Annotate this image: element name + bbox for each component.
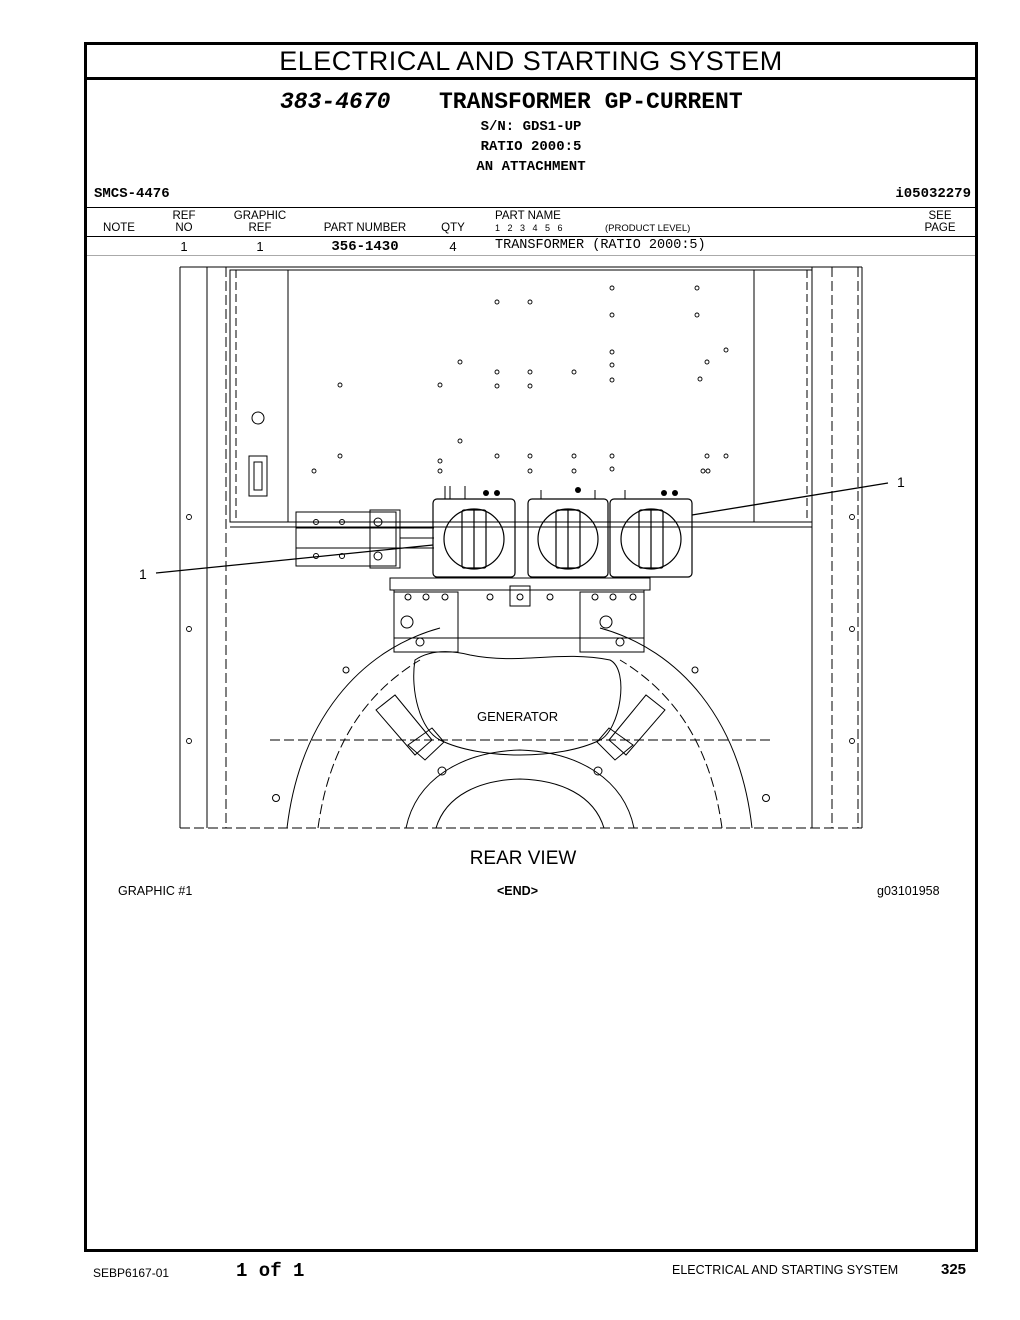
row-ref-no: 1 [180,239,188,254]
group-name: TRANSFORMER GP-CURRENT [439,89,743,115]
col-qty-header: QTY [441,222,465,234]
generator-label: GENERATOR [477,709,559,724]
serial-range: S/N: GDS1-UP [480,119,582,135]
table-top-rule [87,207,975,208]
illustration-id: i05032279 [895,186,971,202]
callout-right: 1 [897,474,905,490]
table-header-rule [87,236,975,237]
col-note-header: NOTE [103,222,135,234]
col-see-header-top: SEE [928,210,952,222]
page-of: 1 of 1 [236,1260,305,1282]
col-see-header-bottom: PAGE [924,222,956,234]
col-levels-header: 1 2 3 4 5 6 [495,223,563,233]
col-graphic-header-top: GRAPHIC [233,210,287,222]
smcs-code: SMCS-4476 [94,186,170,202]
table-row-rule [87,255,975,256]
row-graphic-ref: 1 [256,239,264,254]
col-ref-header-bottom: NO [175,222,193,234]
col-part-number-header: PART NUMBER [323,222,407,234]
page-frame: ELECTRICAL AND STARTING SYSTEM 383-4670 … [84,42,978,1252]
section-title: ELECTRICAL AND STARTING SYSTEM [279,46,783,76]
page-number: 325 [941,1261,967,1278]
doc-number: SEBP6167-01 [93,1266,170,1280]
graphic-id: g03101958 [877,884,940,898]
section-header: ELECTRICAL AND STARTING SYSTEM [87,45,975,80]
view-caption: REAR VIEW [469,848,577,869]
ratio-line: RATIO 2000:5 [480,139,582,155]
footer-section: ELECTRICAL AND STARTING SYSTEM [672,1263,899,1277]
callout-left: 1 [139,566,147,582]
attachment-line: AN ATTACHMENT [476,159,586,175]
end-marker: <END> [497,884,538,898]
row-part-number: 356-1430 [331,239,399,255]
col-part-name-header: PART NAME [495,210,561,222]
row-part-name: TRANSFORMER (RATIO 2000:5) [495,238,706,253]
col-product-level-header: (PRODUCT LEVEL) [605,223,691,234]
group-number: 383-4670 [280,89,391,115]
row-qty: 4 [449,239,457,254]
col-graphic-header-bottom: REF [248,222,272,234]
col-ref-header-top: REF [172,210,196,222]
graphic-label: GRAPHIC #1 [118,884,193,898]
